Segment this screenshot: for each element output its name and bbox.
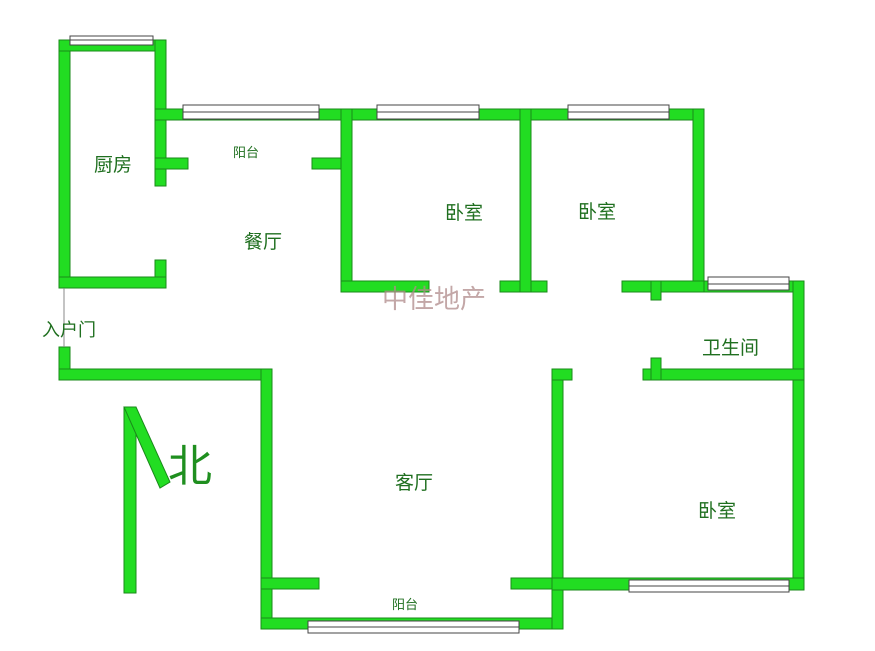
wall-living-stub-left	[260, 577, 320, 590]
window-bedroom3	[628, 579, 790, 593]
wall-east	[792, 280, 805, 591]
watermark: 中佳地产	[382, 285, 486, 315]
wall-kitchen-bottom	[58, 276, 167, 289]
wall-bedroom2-right	[692, 108, 705, 293]
windows	[69, 35, 790, 634]
wall-bathroom-stub	[650, 357, 662, 381]
label-kitchen: 厨房	[94, 154, 132, 176]
window-bedroom1	[376, 104, 480, 120]
wall-kitchen-stub	[154, 157, 189, 170]
label-bedroom-2: 卧室	[578, 201, 616, 223]
wall-bedroom2-stub	[650, 280, 662, 301]
north-arrow-diagonal	[123, 406, 171, 489]
label-balcony-top: 阳台	[233, 146, 259, 161]
wall-bedroom1-bottom-left	[340, 280, 430, 293]
window-balcony-bottom	[307, 620, 520, 634]
window-kitchen	[69, 35, 154, 46]
wall-living-left	[260, 368, 273, 630]
wall-kitchen-left	[58, 39, 71, 289]
window-balcony-top	[182, 104, 320, 120]
wall-entrance-bottom	[58, 368, 273, 381]
label-bathroom: 卫生间	[702, 337, 759, 359]
label-living: 客厅	[395, 472, 433, 494]
wall-bedroom1-left	[340, 108, 353, 293]
label-bedroom-3: 卧室	[698, 500, 736, 522]
label-entrance: 入户门	[42, 320, 96, 341]
label-dining: 餐厅	[244, 231, 282, 253]
label-bedroom-1: 卧室	[445, 202, 483, 224]
wall-bedroom2-bottom	[621, 280, 705, 293]
north-arrow-bar	[123, 406, 137, 594]
wall-bathroom-bottom	[642, 368, 805, 381]
wall-bedroom-divider	[519, 108, 532, 293]
wall-living-right-top	[551, 368, 573, 381]
walls	[58, 39, 805, 630]
window-bedroom2	[567, 104, 670, 120]
window-bathroom	[707, 276, 790, 291]
north-label: 北	[168, 441, 212, 492]
label-balcony-bottom: 阳台	[392, 598, 418, 613]
